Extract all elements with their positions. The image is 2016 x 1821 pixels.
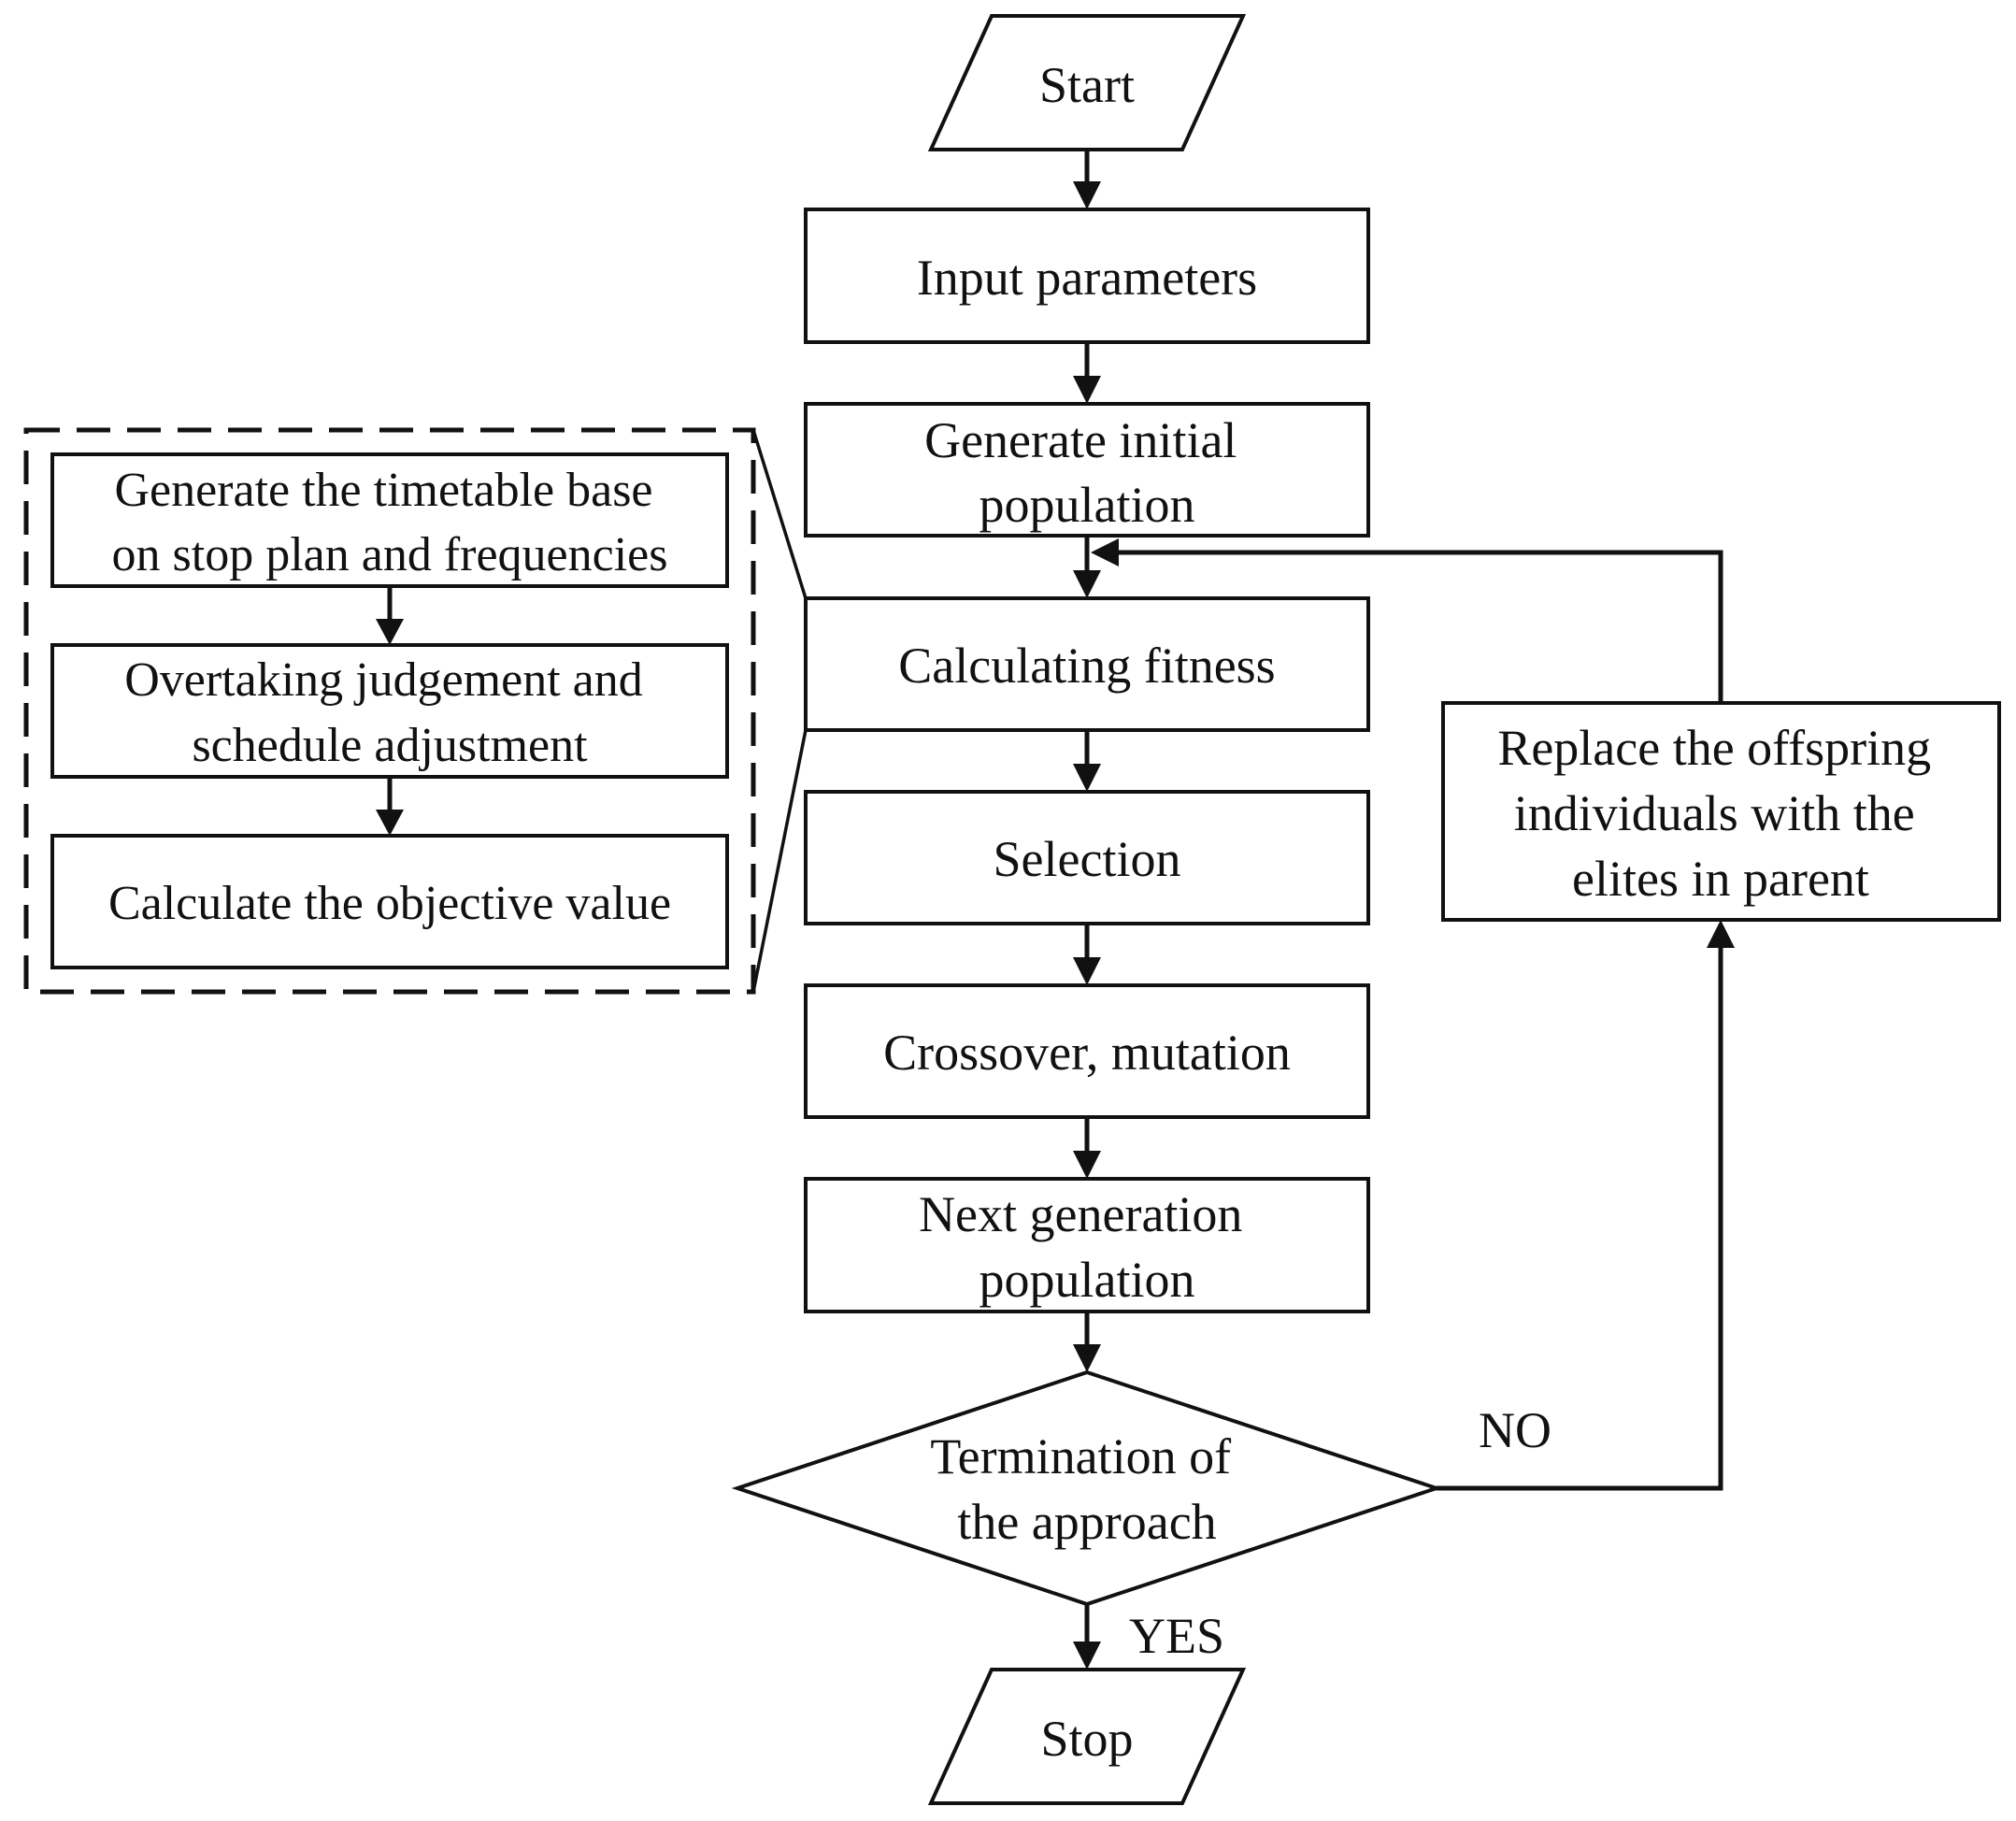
- calculate-objective-box: [50, 834, 729, 969]
- edge-next-generation-to-termination-arrowhead: [1073, 1344, 1101, 1372]
- next-generation-population-label: Next generation population: [919, 1186, 1255, 1308]
- edge-crossover-to-next-generation-arrowhead: [1073, 1151, 1101, 1179]
- termination-decision-label: Termination of the approach: [930, 1428, 1243, 1550]
- next-generation-population-box: [804, 1177, 1370, 1313]
- stop-terminal: [927, 1668, 1247, 1805]
- generate-timetable-box: [50, 452, 729, 588]
- generate-initial-population-label: Generate initial population: [924, 412, 1250, 533]
- edge-generate-to-overtaking-arrowhead: [376, 619, 404, 645]
- edge-label-no: NO: [1479, 1402, 1551, 1458]
- edge-termination-to-replace: [1437, 944, 1723, 1491]
- zoom-line-top: [751, 429, 808, 599]
- termination-decision: [731, 1369, 1443, 1607]
- overtaking-judgement-box: [50, 643, 729, 779]
- edge-fitness-to-selection-arrowhead: [1073, 764, 1101, 792]
- overtaking-judgement-label: Overtaking judgement and schedule adjust…: [124, 653, 655, 772]
- generate-timetable-label: Generate the timetable base on stop plan…: [112, 464, 668, 581]
- edge-selection-to-crossover-arrowhead: [1073, 957, 1101, 985]
- selection-box: [804, 790, 1370, 925]
- edge-termination-to-replace-arrowhead: [1707, 920, 1735, 948]
- edge-initial-population-to-fitness-arrowhead: [1073, 570, 1101, 598]
- edge-overtaking-to-objective-arrowhead: [376, 810, 404, 836]
- selection-label: Selection: [994, 831, 1181, 887]
- zoom-line-bottom: [751, 729, 808, 993]
- calculating-fitness-label: Calculating fitness: [898, 638, 1275, 694]
- edge-termination-to-stop-arrowhead: [1073, 1642, 1101, 1670]
- replace-offspring-box: [1441, 701, 2001, 922]
- input-parameters-label: Input parameters: [917, 250, 1257, 306]
- edge-start-to-input-arrowhead: [1073, 181, 1101, 209]
- replace-offspring-label: Replace the offspring individuals with t…: [1497, 720, 1943, 907]
- stop-label: Stop: [1040, 1711, 1133, 1767]
- start-terminal: [927, 14, 1247, 151]
- input-parameters-box: [804, 208, 1370, 344]
- start-label: Start: [1039, 57, 1135, 113]
- calculate-objective-label: Calculate the objective value: [108, 877, 671, 930]
- edge-replace-to-fitness-arrowhead: [1091, 538, 1119, 566]
- crossover-mutation-label: Crossover, mutation: [883, 1025, 1291, 1081]
- fitness-detail-dashed-group: [23, 427, 756, 995]
- edge-input-to-initial-population-arrowhead: [1073, 376, 1101, 404]
- edge-replace-to-fitness: [1115, 550, 1723, 703]
- edge-label-yes: YES: [1129, 1608, 1224, 1664]
